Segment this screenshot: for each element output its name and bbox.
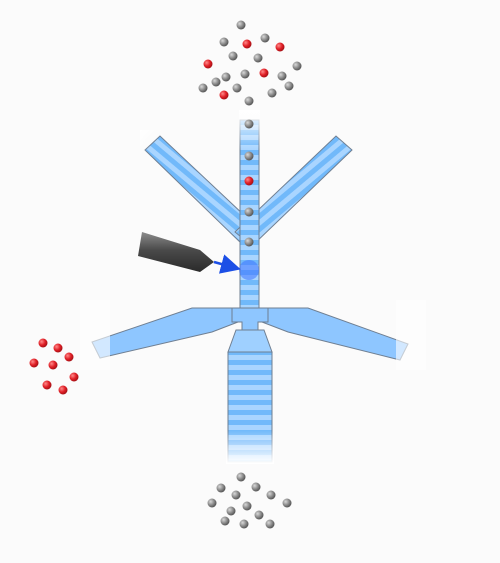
junction-nozzle [227,307,273,353]
gray-particle [239,519,249,529]
gray-particle [254,510,264,520]
gray-particle [240,69,250,79]
red-particle [64,352,74,362]
red-particle [275,42,285,52]
gray-particle [220,516,230,526]
red-particle [29,358,39,368]
red-particle [203,59,213,69]
red-particle [69,372,79,382]
detection-spot [239,260,259,280]
gray-particle [284,81,294,91]
gray-particle [277,71,287,81]
gray-particle [232,83,242,93]
red-particle [53,343,63,353]
gray-particle [244,237,254,247]
left-outlet-red-cluster [29,338,79,395]
red-particle [219,90,229,100]
gray-particle [236,20,246,30]
gray-particle [242,501,252,511]
gray-particle [226,506,236,516]
red-particle [259,68,269,78]
center-channel-lower [226,351,274,464]
gray-particle [221,72,231,82]
gray-particle [292,61,302,71]
gray-particle [260,33,270,43]
gray-particle [198,83,208,93]
arrow-right-icon [213,254,241,274]
gray-particle [228,51,238,61]
gray-particle [244,119,254,129]
gray-particle [244,151,254,161]
gray-particle [236,472,246,482]
right-diagonal-channel [234,135,353,247]
bottom-outlet-gray-cluster [207,472,292,529]
gray-particle [265,519,275,529]
gray-particle [231,490,241,500]
red-particle [242,39,252,49]
gray-particle [282,498,292,508]
gray-particle [244,207,254,217]
gray-particle [251,482,261,492]
gray-particle [216,483,226,493]
gray-particle [267,88,277,98]
gray-particle [266,490,276,500]
gray-particle [244,96,254,106]
inlet-particle-cluster [198,20,302,106]
side-channels [80,300,426,370]
gray-particle [211,77,221,87]
gray-particle [253,53,263,63]
red-particle [48,360,58,370]
gray-particle [219,37,229,47]
red-particle [244,176,254,186]
red-particle [38,338,48,348]
gray-particle [207,498,217,508]
channel-particles [244,119,254,247]
red-particle [58,385,68,395]
red-particle [42,380,52,390]
probe-needle-icon [138,232,214,272]
